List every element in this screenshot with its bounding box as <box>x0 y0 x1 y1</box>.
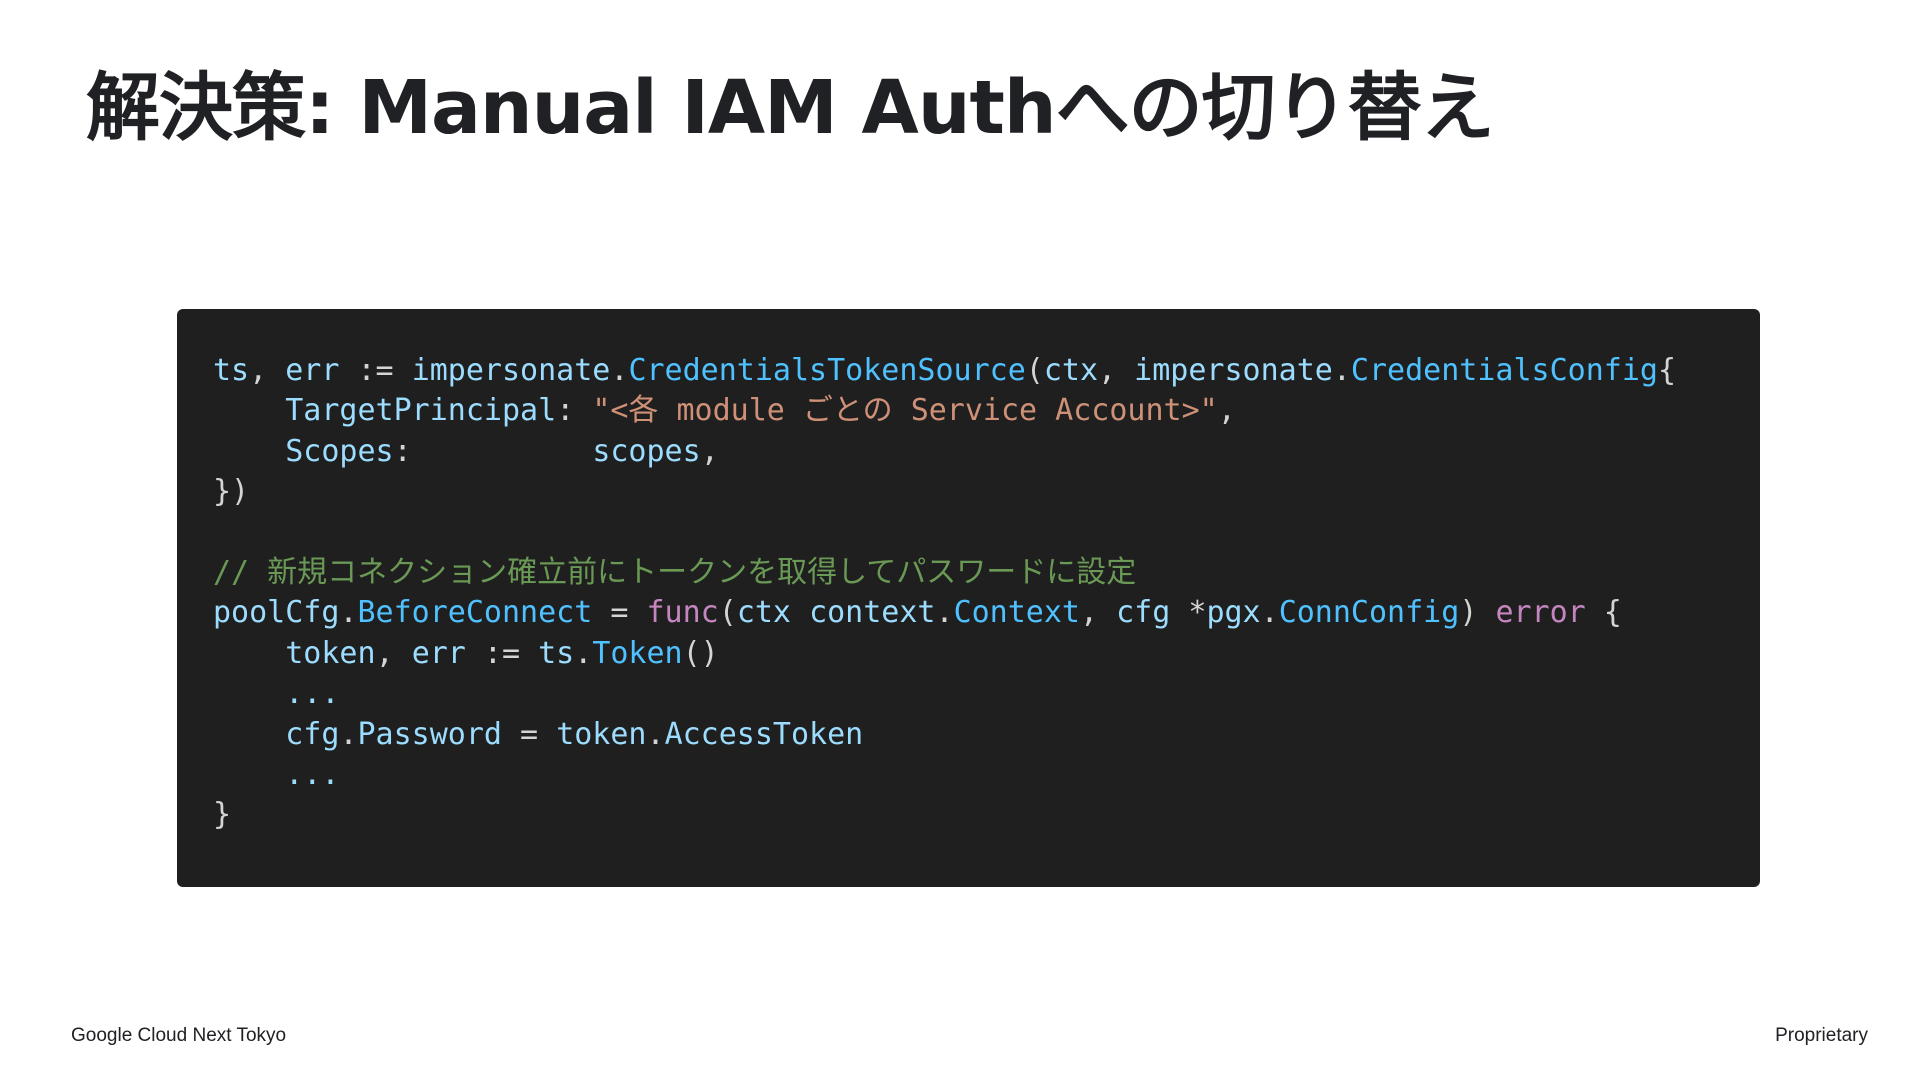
code-token: TargetPrincipal <box>285 393 557 429</box>
code-token <box>791 595 809 630</box>
code-token: , <box>249 353 286 388</box>
code-token: : <box>393 433 593 469</box>
code-line-3: Scopes: scopes, <box>213 434 719 469</box>
code-token: . <box>610 353 629 388</box>
code-token: cfg <box>1116 595 1171 631</box>
footer-event-name: Google Cloud Next Tokyo <box>71 1025 287 1046</box>
code-ellipsis: ... <box>285 757 340 793</box>
code-token: . <box>646 716 665 752</box>
code-token: { <box>1657 353 1677 388</box>
code-token: := <box>339 353 412 388</box>
code-indent <box>213 434 285 469</box>
code-token: , <box>700 433 719 469</box>
code-block: ts, err := impersonate.CredentialsTokenS… <box>213 351 1760 836</box>
code-line-1: ts, err := impersonate.CredentialsTokenS… <box>213 353 1676 388</box>
code-token: token <box>285 635 376 671</box>
code-line-12: } <box>213 797 232 833</box>
code-token: ts <box>213 353 250 388</box>
code-ellipsis: ... <box>285 676 340 712</box>
code-token: . <box>1332 353 1351 388</box>
code-token: ctx <box>1043 353 1099 388</box>
footer-proprietary-label: Proprietary <box>1775 1025 1868 1046</box>
code-token: impersonate <box>1134 353 1333 388</box>
code-token: Context <box>953 595 1080 631</box>
code-line-2: TargetPrincipal: "<各 module ごとの Service … <box>213 393 1236 428</box>
code-token: scopes <box>592 433 701 469</box>
code-token: poolCfg <box>213 595 340 631</box>
code-token: . <box>574 635 593 671</box>
code-indent <box>213 393 285 428</box>
code-token: ( <box>718 595 737 631</box>
code-indent <box>213 636 285 671</box>
code-token: , <box>1217 393 1236 429</box>
code-token: Token <box>592 635 683 671</box>
code-token: = <box>502 716 557 752</box>
code-token: , <box>375 635 412 671</box>
code-line-10: cfg.Password = token.AccessToken <box>213 717 863 752</box>
code-line-11: ... <box>213 757 339 792</box>
code-token: : <box>556 393 593 429</box>
code-token: . <box>339 716 358 752</box>
code-line-9: ... <box>213 676 339 711</box>
code-token: impersonate <box>411 353 611 388</box>
code-line-8: token, err := ts.Token() <box>213 636 719 671</box>
code-token: ctx <box>736 595 791 631</box>
code-token: { <box>1585 595 1622 631</box>
code-token: () <box>682 635 719 671</box>
code-token: context <box>809 595 936 631</box>
code-comment: // 新規コネクション確立前にトークンを取得してパスワードに設定 <box>213 555 1137 591</box>
code-token: err <box>411 635 466 671</box>
code-token: cfg <box>285 716 340 752</box>
code-token: CredentialsTokenSource <box>628 353 1026 388</box>
code-keyword: error <box>1495 595 1586 631</box>
code-token: ts <box>538 635 575 671</box>
code-indent <box>213 757 285 792</box>
code-line-7: poolCfg.BeforeConnect = func(ctx context… <box>213 595 1622 630</box>
code-keyword: func <box>646 595 719 631</box>
code-token: Password <box>357 716 503 752</box>
code-token: := <box>465 635 539 671</box>
code-indent <box>213 676 285 711</box>
code-token: AccessToken <box>664 716 864 752</box>
code-token: BeforeConnect <box>357 595 593 631</box>
code-token: Scopes <box>285 433 394 469</box>
code-string: "<各 module ごとの Service Account>" <box>592 393 1218 429</box>
code-token: , <box>1098 353 1135 388</box>
code-token: * <box>1170 595 1207 631</box>
code-panel: ts, err := impersonate.CredentialsTokenS… <box>177 309 1760 887</box>
code-token: = <box>592 595 647 631</box>
code-indent <box>213 717 285 752</box>
code-token: . <box>935 595 954 631</box>
code-token: CredentialsConfig <box>1350 353 1658 388</box>
code-token: . <box>339 595 358 631</box>
code-token: ( <box>1025 353 1044 388</box>
code-token: pgx <box>1206 595 1261 631</box>
code-token: . <box>1260 595 1279 631</box>
slide-title: 解決策: Manual IAM Authへの切り替え <box>86 65 1495 151</box>
code-token: , <box>1080 595 1117 631</box>
code-token: ) <box>1459 595 1496 631</box>
code-token: token <box>556 716 647 752</box>
code-token: err <box>285 353 340 388</box>
code-token: ConnConfig <box>1278 595 1460 631</box>
code-line-4: }) <box>213 474 250 510</box>
